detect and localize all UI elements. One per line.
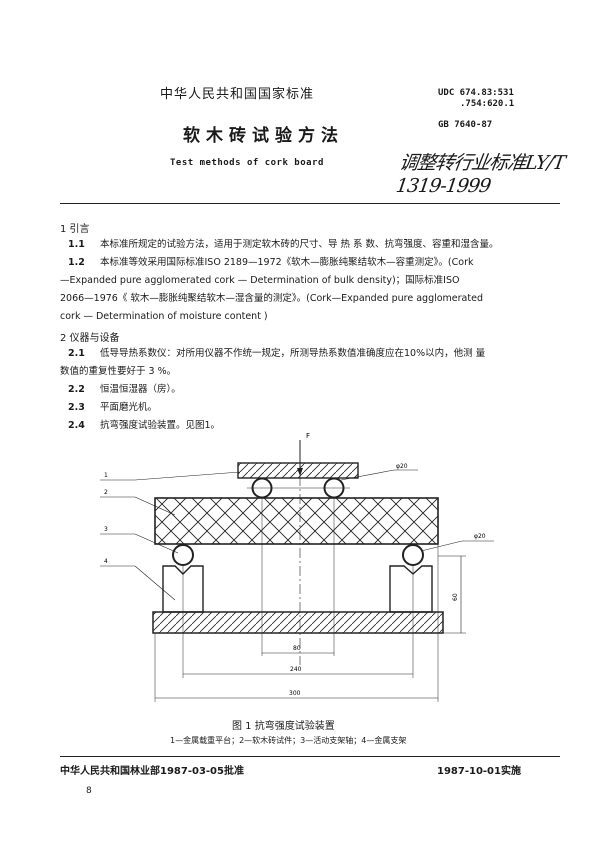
metal-base: [152, 611, 444, 634]
support-right: [389, 565, 433, 613]
dim-height-label: 60: [452, 593, 459, 601]
dia-label-top: φ20: [396, 463, 408, 470]
publisher-header: 中华人民共和国国家标准: [160, 87, 315, 102]
section-1-heading: 1 引言: [60, 224, 90, 235]
para-line: —Expanded pure agglomerated cork — Deter…: [60, 275, 460, 286]
dia-leader-top: [340, 469, 395, 481]
figure-legend: 1—金属载重平台；2—软木砖试件；3—活动支架轴；4—金属支架: [170, 736, 407, 745]
dia-label-bottom: φ20: [474, 533, 486, 540]
figure-caption: 图 1 抗弯强度试验装置: [232, 721, 335, 732]
section-2-heading: 2 仪器与设备: [60, 333, 120, 344]
dim-300-label: 300: [289, 690, 301, 697]
support-roller-left: [172, 544, 194, 566]
dim-240-label: 240: [290, 666, 302, 673]
bending-test-figure: F φ20 φ20 60 80 240 300 1 2 3 4: [100, 432, 494, 702]
dia-leader-bottom: [420, 540, 463, 552]
cork-specimen: [154, 497, 439, 545]
top-rule: [60, 203, 560, 204]
document-title-cn: 软木砖试验方法: [183, 126, 344, 146]
udc-line-2: .754:620.1: [460, 99, 515, 109]
para-line: 数值的重复性要好于 3 %。: [60, 366, 177, 377]
bottom-rule: [60, 756, 560, 757]
approval-line: 中华人民共和国林业部1987-03-05批准: [60, 766, 244, 777]
dim-80-label: 80: [293, 645, 301, 652]
callout-4: 4: [104, 558, 108, 565]
support-roller-right: [402, 544, 424, 566]
page-number: 8: [86, 786, 92, 796]
udc-line-1: UDC 674.83:531: [438, 88, 514, 98]
callout-1: 1: [104, 472, 108, 479]
loading-platform: [237, 462, 359, 479]
para-line: cork — Determination of moisture content…: [60, 311, 268, 322]
gb-number: GB 7640-87: [438, 120, 493, 130]
para-line: 2066—1976《 软木—膨胀纯聚结软木—湿含量的测定》。(Cork—Expa…: [60, 293, 483, 304]
callout-3: 3: [104, 526, 108, 533]
force-label: F: [306, 432, 310, 440]
callout-2: 2: [104, 489, 108, 496]
document-title-en: Test methods of cork board: [170, 158, 324, 168]
udc-code: UDC 674.83:531 .754:620.1: [438, 88, 514, 110]
implementation-date: 1987-10-01实施: [437, 766, 521, 777]
handwritten-annotation: 调整转行业标准LY/T 1319-1999: [394, 152, 566, 197]
